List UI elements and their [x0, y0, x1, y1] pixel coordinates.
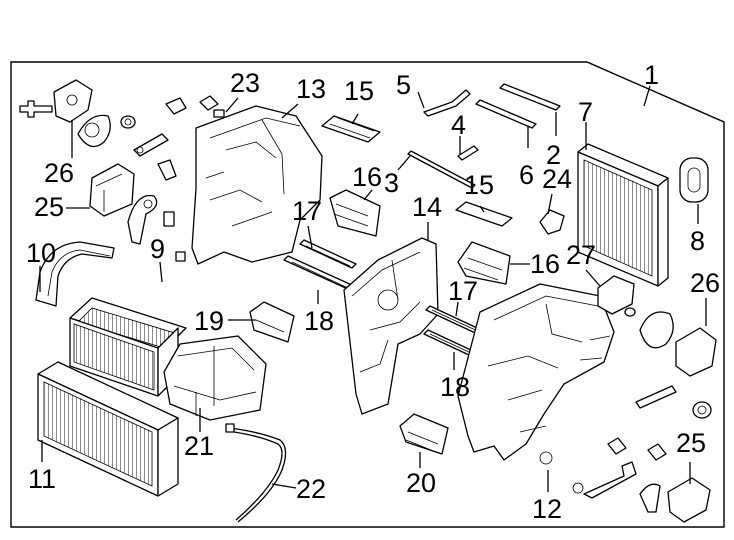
callout-26-upper: 26 — [44, 158, 74, 188]
seal-plate-15-upper — [321, 115, 381, 143]
heater-core — [69, 297, 187, 397]
callout-3: 3 — [384, 168, 399, 198]
door-16-upper — [329, 189, 381, 237]
main-case-12 — [457, 283, 615, 465]
leader-lines — [39, 85, 707, 492]
temp-actuator-25-lower — [667, 477, 711, 523]
callout-14: 14 — [412, 192, 442, 222]
callout-17-lower: 17 — [448, 276, 478, 306]
callout-25-upper: 25 — [34, 192, 64, 222]
upper-case-13 — [191, 105, 323, 265]
callout-15-lower: 15 — [464, 170, 494, 200]
clip-lower-b — [647, 443, 667, 461]
evaporator-11 — [37, 361, 179, 497]
small-nut — [624, 307, 636, 317]
sensor-clip-23 — [199, 95, 225, 118]
seal-plate-15-lower — [455, 201, 513, 227]
callout-15-upper: 15 — [344, 76, 374, 106]
link-arm-lower-b — [572, 461, 637, 499]
door-20 — [399, 413, 449, 455]
callout-20: 20 — [406, 468, 436, 498]
callout-10: 10 — [26, 238, 56, 268]
callout-labels: 1 2 3 4 5 6 7 8 9 10 11 12 13 14 15 15 1… — [26, 60, 720, 524]
small-grommet — [120, 115, 136, 129]
door-16-lower — [457, 241, 511, 285]
pipes-9 — [88, 274, 175, 313]
callout-12: 12 — [532, 494, 562, 524]
temp-actuator-25-upper — [89, 163, 135, 217]
actuator-27 — [597, 275, 635, 315]
callout-22: 22 — [296, 474, 326, 504]
door-19 — [249, 301, 295, 343]
callout-5: 5 — [396, 70, 411, 100]
gear-plate-lower — [639, 311, 674, 349]
callout-19: 19 — [194, 306, 224, 336]
link-arm — [133, 133, 177, 181]
diagram-frame — [10, 61, 725, 528]
seal-strip-2 — [499, 83, 561, 111]
callout-7: 7 — [578, 97, 593, 127]
callout-21: 21 — [184, 431, 214, 461]
rod-5 — [423, 89, 471, 117]
duct-10 — [35, 241, 115, 307]
seal-strip-6 — [475, 99, 537, 129]
cam-lower — [639, 483, 661, 513]
callout-8: 8 — [690, 226, 705, 256]
clip-24 — [539, 209, 565, 235]
mode-actuator-26-lower — [675, 327, 717, 377]
callout-25-lower: 25 — [676, 428, 706, 458]
clip-lower-a — [607, 437, 627, 455]
callout-13: 13 — [296, 74, 326, 104]
door-shaft-17-upper — [299, 239, 357, 269]
callout-1: 1 — [644, 60, 659, 90]
cam-lever — [127, 194, 158, 245]
callout-23: 23 — [230, 68, 260, 98]
callout-4: 4 — [451, 110, 466, 140]
callout-18-lower: 18 — [440, 372, 470, 402]
callout-18-upper: 18 — [304, 306, 334, 336]
actuator-gear-plate — [77, 114, 111, 148]
callout-17-upper: 17 — [292, 196, 322, 226]
rod-3 — [407, 150, 476, 189]
link-arm-lower-a — [635, 385, 677, 409]
small-bracket — [163, 211, 186, 262]
center-case-14 — [343, 237, 439, 415]
callout-16-upper: 16 — [352, 162, 382, 192]
callout-16-lower: 16 — [530, 249, 560, 279]
mode-actuator-26-upper — [53, 79, 93, 123]
seal-8 — [679, 157, 709, 203]
small-clip — [165, 97, 187, 115]
drain-hose-22 — [225, 423, 287, 523]
radiator-7 — [577, 143, 669, 287]
callout-26-lower: 26 — [690, 268, 720, 298]
callout-9: 9 — [150, 234, 165, 264]
callout-24: 24 — [542, 164, 572, 194]
lower-housing-21 — [163, 335, 267, 421]
callout-27: 27 — [566, 240, 596, 270]
grommet-lower — [692, 401, 712, 419]
actuator-screw — [19, 100, 53, 118]
rod-4 — [457, 145, 479, 161]
callout-2: 2 — [546, 140, 561, 170]
callout-6: 6 — [519, 160, 534, 190]
callout-11: 11 — [28, 464, 56, 494]
